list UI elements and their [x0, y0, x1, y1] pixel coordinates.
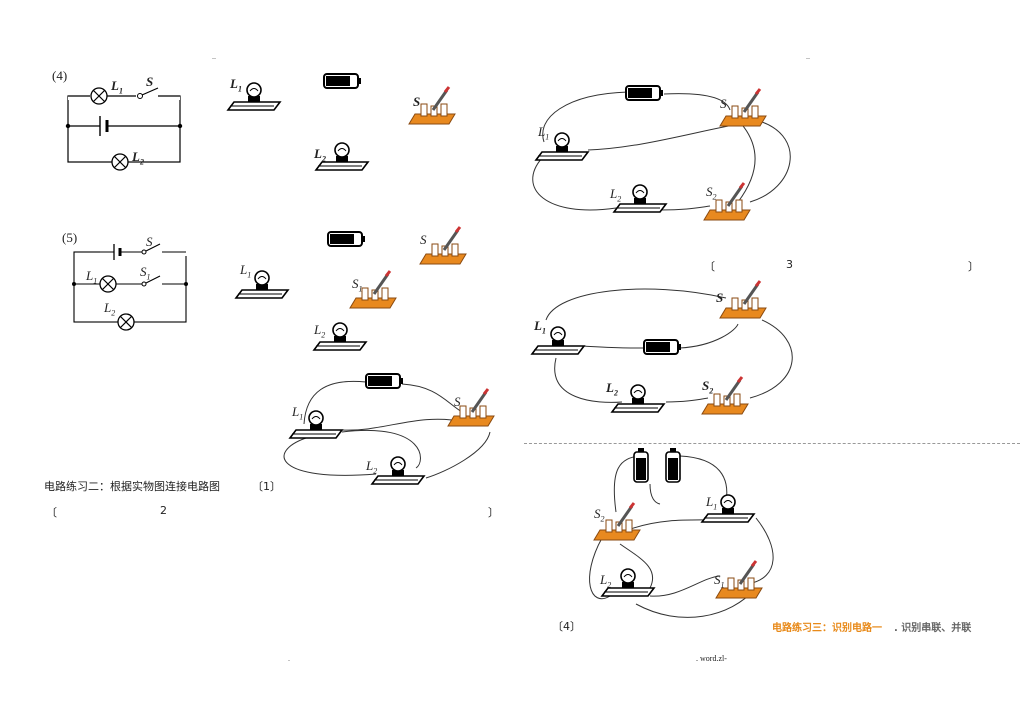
battery-c3: [643, 339, 682, 355]
diagram4-L1: L1: [111, 78, 123, 96]
switch-S1-p5-label: S1: [352, 276, 363, 294]
bulb-L1-c1: [289, 410, 343, 439]
switch-S2-c3: [700, 375, 750, 416]
battery-p5: [327, 231, 366, 247]
battery-c1: [365, 373, 404, 389]
switch-S-p4-label: S: [413, 94, 421, 109]
switch-S2-c2-label: S2: [706, 184, 717, 202]
switch-S-c1-label: S: [454, 394, 461, 409]
bulb-L2-c1-label: L2: [366, 458, 378, 476]
diagram5-S: S: [146, 234, 153, 249]
diagram5-S1: S1: [140, 264, 151, 282]
bulb-L2-c3: [611, 384, 665, 413]
bracket-2-close: 〕: [488, 506, 499, 519]
bulb-L2-p4: [315, 142, 369, 171]
battery-cell-1-c4: [633, 448, 649, 483]
bulb-L2-c1: [371, 456, 425, 485]
bracket-3-num: 3: [786, 258, 793, 271]
bulb-L1-p5-label: L1: [240, 262, 252, 280]
exercise3-subtitle: . 识别串联、并联: [894, 623, 972, 634]
switch-S2-c3-label: S2: [702, 378, 714, 396]
wires-circuit-1: [283, 380, 491, 479]
switch-S-c3-label: S: [716, 290, 724, 305]
bracket-2-open: 〔: [46, 506, 57, 519]
bulb-L2-c2: [613, 184, 667, 213]
switch-S1-c4: [714, 559, 764, 600]
exercise3-title: 电路练习三：识别电路一: [772, 623, 882, 634]
problem-4-number: (4): [52, 68, 68, 83]
bulb-L2-p5-label: L2: [314, 322, 326, 340]
wires-circuit-2: [532, 91, 791, 211]
bulb-L2-c4-label: L2: [600, 572, 612, 590]
footer-dot: .: [288, 654, 290, 663]
switch-S-p5: [418, 225, 468, 266]
bracket-4: 〔4〕: [552, 620, 581, 633]
switch-S2-c4: [592, 501, 642, 542]
bracket-3-open: 〔: [704, 260, 715, 273]
battery-c2: [625, 85, 664, 101]
battery-p4: [323, 73, 362, 89]
bulb-L2-c3-label: L2: [606, 380, 618, 398]
bracket-1: 〔1〕: [252, 480, 281, 493]
wires-circuit-3: [545, 288, 793, 403]
bulb-L2-c4: [601, 568, 655, 597]
bulb-L1-c1-label: L1: [292, 404, 304, 422]
diagram4-S: S: [146, 74, 154, 89]
bulb-L1-c2: [535, 132, 589, 161]
bulb-L1-c2-label: L1: [538, 124, 550, 142]
switch-S2-c4-label: S2: [594, 506, 605, 524]
bracket-2-num: 2: [160, 504, 167, 517]
diagram4-L2: L2: [132, 149, 144, 167]
battery-cell-2-c4: [665, 448, 681, 483]
switch-S1-p5: [348, 269, 398, 310]
switch-S-c1: [446, 387, 496, 428]
dashed-divider: [524, 443, 1020, 444]
bulb-L1-c3-label: L1: [534, 318, 546, 336]
switch-S1-c4-label: S1: [714, 572, 725, 590]
switch-S-c2: [718, 87, 768, 128]
exercise2-heading: 电路练习二：根据实物图连接电路图: [44, 480, 220, 493]
footer-word: . word.zl-: [696, 654, 727, 663]
bulb-L1-p4-label: L1: [230, 76, 242, 94]
bracket-3-close: 〕: [968, 260, 979, 273]
circuit-diagram-5: [72, 243, 190, 331]
top-mark-right: ..: [806, 52, 810, 61]
switch-S-p4: [407, 85, 457, 126]
switch-S2-c2: [702, 181, 752, 222]
problem-5-number: (5): [62, 230, 78, 245]
diagram5-L1: L1: [86, 268, 98, 286]
diagram5-L2: L2: [104, 300, 116, 318]
circuit-diagram-4: [65, 87, 183, 171]
bulb-L2-p5: [313, 322, 367, 351]
bulb-L2-p4-label: L2: [314, 146, 326, 164]
bulb-L2-c2-label: L2: [610, 186, 622, 204]
switch-S-c2-label: S: [720, 96, 727, 111]
top-mark-left: ..: [212, 52, 216, 61]
bulb-L1-c4-label: L1: [706, 494, 718, 512]
switch-S-c3: [718, 279, 768, 320]
switch-S-p5-label: S: [420, 232, 427, 247]
